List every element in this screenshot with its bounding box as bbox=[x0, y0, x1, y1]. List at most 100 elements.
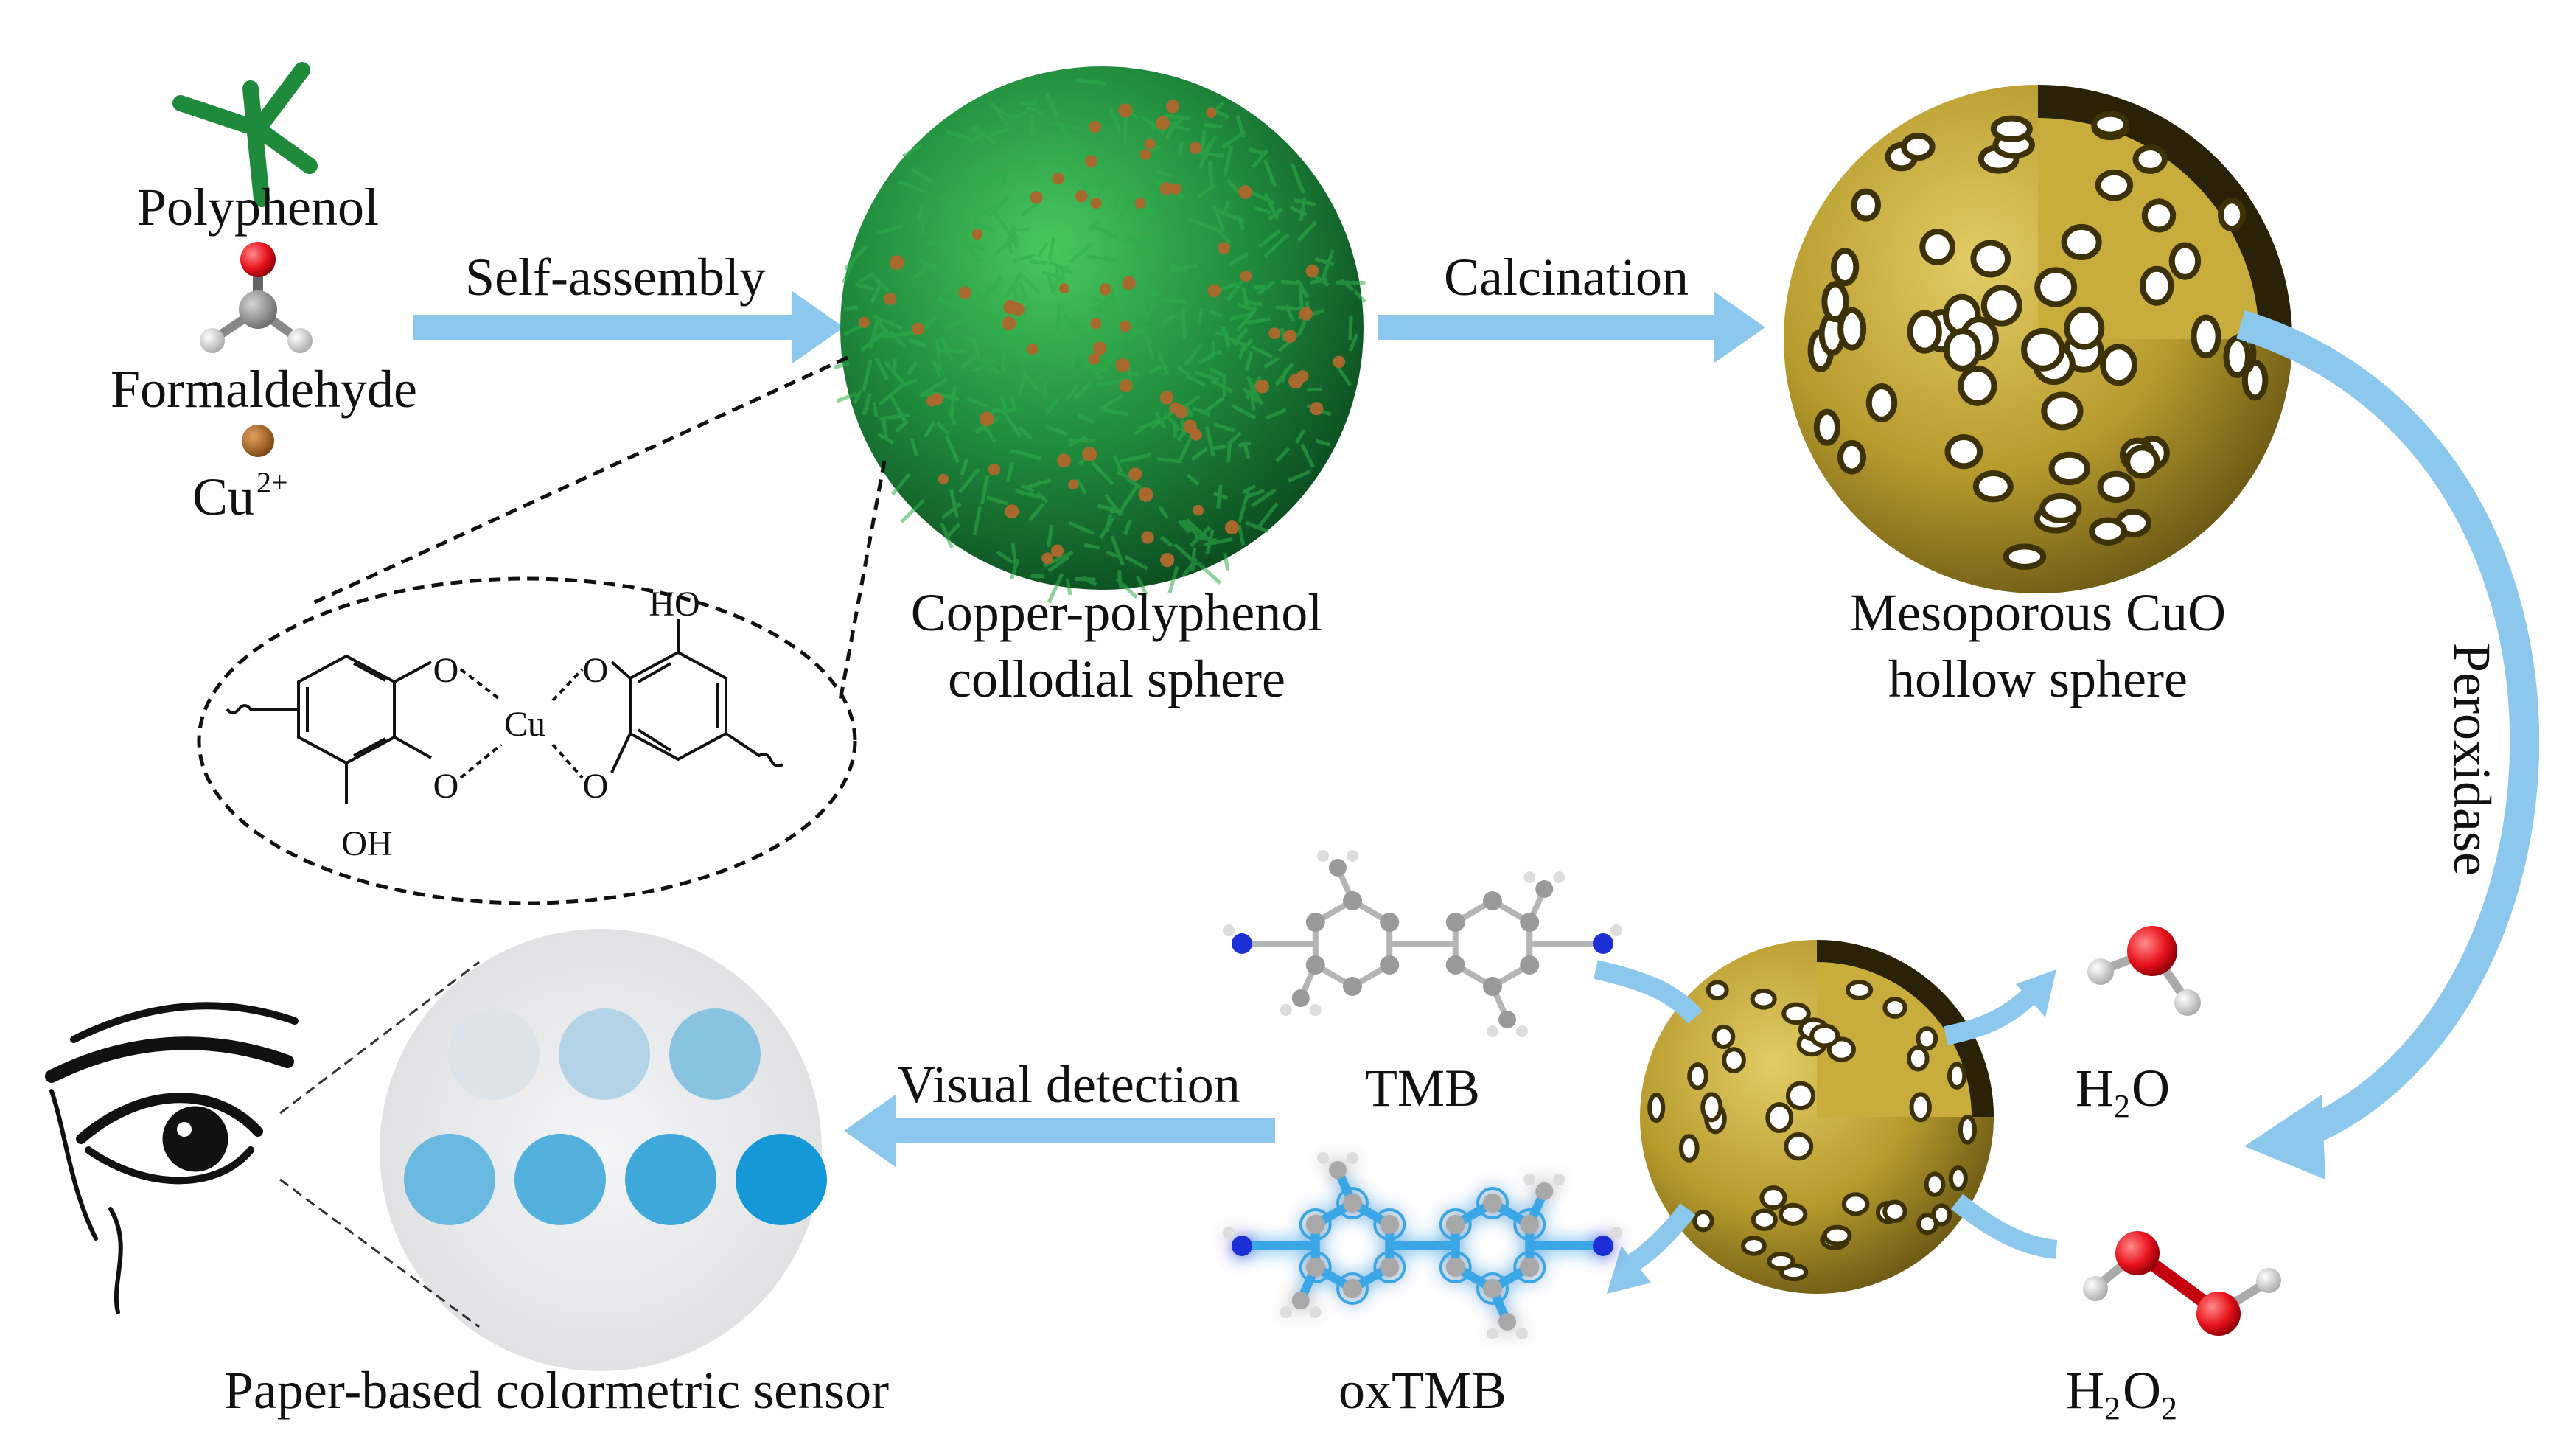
fiber-strand bbox=[946, 130, 972, 141]
carbon-atom bbox=[1305, 913, 1325, 932]
fiber-strand bbox=[1061, 161, 1074, 174]
fiber-strand bbox=[1248, 189, 1276, 205]
fiber-strand bbox=[1232, 327, 1249, 346]
sensor-spot bbox=[669, 1008, 761, 1100]
fiber-strand bbox=[1204, 537, 1233, 547]
fiber-strand bbox=[1203, 122, 1223, 129]
arrowhead-to-water bbox=[2016, 969, 2056, 1017]
fiber-strand bbox=[1014, 489, 1040, 499]
pore bbox=[1865, 383, 1898, 422]
copper-dot bbox=[979, 411, 994, 427]
fiber-strand bbox=[1106, 550, 1120, 559]
fiber-strand bbox=[940, 522, 954, 548]
fiber-strand bbox=[1141, 115, 1165, 135]
copper-dot bbox=[1030, 191, 1043, 204]
fiber-strand bbox=[1226, 178, 1240, 194]
fiber-strand bbox=[1069, 242, 1093, 264]
oxygen-label: O bbox=[433, 767, 459, 806]
pore bbox=[1687, 1062, 1708, 1090]
fiber-strand bbox=[1294, 428, 1306, 445]
fiber-strand bbox=[1036, 242, 1049, 258]
fiber-strand bbox=[997, 336, 1029, 349]
fiber-strand bbox=[1058, 125, 1075, 143]
fiber-strand bbox=[881, 416, 888, 439]
fiber-strand bbox=[1025, 478, 1052, 490]
fiber-strand bbox=[951, 228, 973, 249]
fiber-strand bbox=[980, 475, 990, 504]
hydrogen-atom bbox=[1309, 1306, 1322, 1318]
fiber-strand bbox=[944, 316, 971, 330]
copper-dot bbox=[1092, 341, 1107, 355]
sensor-spot bbox=[559, 1008, 650, 1100]
pore bbox=[2034, 267, 2078, 307]
oxtmb-label: oxTMB bbox=[1338, 1361, 1507, 1420]
fiber-strand bbox=[1156, 352, 1170, 375]
fiber-strand bbox=[1348, 315, 1353, 341]
pore bbox=[1751, 1208, 1778, 1231]
pore bbox=[1822, 1224, 1852, 1247]
fiber-strand bbox=[892, 358, 898, 376]
fiber-strand bbox=[1111, 322, 1120, 342]
fiber-strand bbox=[999, 396, 1008, 411]
fiber-strand bbox=[1044, 92, 1060, 118]
fiber-strand bbox=[1263, 158, 1277, 187]
fiber-strand bbox=[900, 498, 925, 523]
fiber-strand bbox=[981, 173, 1001, 184]
fiber-strand bbox=[1237, 302, 1254, 312]
pore bbox=[1700, 1092, 1723, 1123]
fiber-strand bbox=[1110, 535, 1125, 566]
pore bbox=[1901, 132, 1936, 161]
hydrogen-atom bbox=[1347, 1152, 1358, 1164]
copper-dot bbox=[912, 322, 925, 335]
fiber-strand bbox=[843, 305, 858, 311]
copper-dot bbox=[1193, 504, 1204, 516]
fiber-strand bbox=[1173, 421, 1178, 438]
fiber-strand bbox=[1231, 404, 1257, 420]
pore bbox=[2132, 144, 2168, 174]
fiber-strand bbox=[1314, 257, 1335, 267]
polyphenol-icon bbox=[172, 62, 318, 207]
nitrogen-atom bbox=[1593, 933, 1613, 954]
pore bbox=[1765, 1102, 1794, 1134]
fiber-strand bbox=[1263, 356, 1280, 369]
glow-ring bbox=[1476, 1272, 1509, 1305]
fiber-strand bbox=[1158, 505, 1169, 519]
fiber-strand bbox=[1126, 477, 1145, 492]
fiber-strand bbox=[1082, 576, 1097, 587]
fiber-strand bbox=[1047, 237, 1055, 260]
fiber-strand bbox=[1198, 151, 1224, 158]
fiber-strand bbox=[1081, 185, 1095, 204]
copper-dot bbox=[1088, 353, 1100, 365]
fiber-strand bbox=[1316, 439, 1331, 447]
pore bbox=[1947, 1062, 1967, 1090]
fiber-strand bbox=[1036, 492, 1049, 504]
fiber-strand bbox=[1047, 524, 1054, 548]
fiber-strand bbox=[954, 238, 987, 251]
hydrogen-atom bbox=[1309, 1004, 1322, 1016]
fiber-strand bbox=[1250, 344, 1274, 359]
fiber-strand bbox=[1162, 313, 1176, 325]
fiber-strand bbox=[1156, 457, 1182, 464]
fiber-strand bbox=[1062, 316, 1086, 331]
copper-dot bbox=[971, 229, 983, 240]
methyl-carbon bbox=[1498, 1011, 1516, 1028]
pore bbox=[1916, 1213, 1938, 1236]
fiber-strand bbox=[1019, 100, 1038, 106]
pore bbox=[1882, 1199, 1907, 1223]
fiber-strand bbox=[1010, 396, 1018, 411]
fiber-strand bbox=[862, 393, 872, 416]
fiber-strand bbox=[1046, 273, 1055, 290]
pore bbox=[1948, 1165, 1968, 1192]
fiber-strand bbox=[966, 397, 988, 408]
pore bbox=[2191, 314, 2221, 359]
pore bbox=[1980, 285, 2022, 327]
hydrogen-atom bbox=[1280, 1004, 1292, 1016]
fiber-strand bbox=[1030, 259, 1049, 265]
fiber-strand bbox=[972, 506, 982, 536]
copper-dot bbox=[1027, 344, 1039, 355]
copper-ion-charge: 2+ bbox=[256, 466, 288, 499]
copper-dot bbox=[1005, 504, 1019, 519]
sensor-spot bbox=[448, 1008, 540, 1100]
carbon-atom bbox=[1343, 1194, 1362, 1213]
pore bbox=[1944, 433, 1983, 470]
